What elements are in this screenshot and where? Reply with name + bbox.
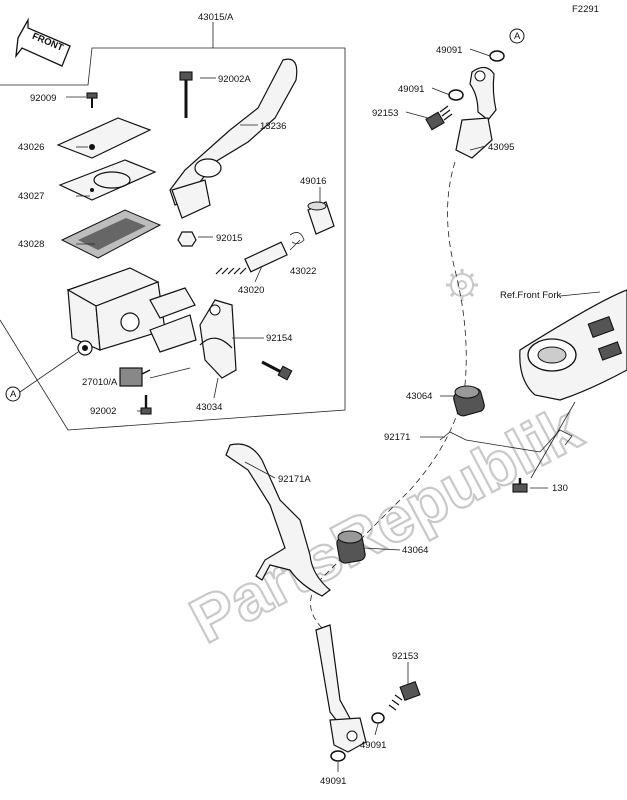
pivot-bolt bbox=[179, 71, 193, 118]
master-cylinder-body bbox=[66, 267, 197, 356]
brake-lever bbox=[169, 58, 298, 219]
label-92009: 92009 bbox=[30, 93, 56, 104]
washer-lower-1 bbox=[371, 712, 385, 724]
label-ref-front-fork: Ref.Front Fork bbox=[500, 290, 561, 301]
hose-bracket bbox=[225, 443, 331, 597]
bolt-130 bbox=[512, 478, 528, 493]
label-92171a: 92171A bbox=[278, 474, 311, 485]
label-43095: 43095 bbox=[488, 142, 514, 153]
label-130: 130 bbox=[552, 483, 568, 494]
label-92154: 92154 bbox=[266, 333, 292, 344]
bolt-92154 bbox=[261, 360, 293, 381]
reservoir-cap bbox=[56, 117, 152, 159]
label-43027: 43027 bbox=[18, 191, 44, 202]
rubber-diaphragm bbox=[60, 209, 162, 259]
watermark-text: PartsRepublik bbox=[179, 391, 593, 657]
callout-a-left-text: A bbox=[10, 389, 17, 400]
banjo-bolt-lower bbox=[388, 680, 421, 711]
label-49091-lower1: 49091 bbox=[360, 740, 386, 751]
label-27010a: 27010/A bbox=[82, 377, 118, 388]
label-92002a: 92002A bbox=[218, 74, 251, 85]
label-49091-top2: 49091 bbox=[398, 84, 424, 95]
callout-a-top-text: A bbox=[514, 31, 521, 42]
label-13236: 13236 bbox=[260, 121, 286, 132]
label-92015: 92015 bbox=[216, 233, 242, 244]
brake-switch bbox=[119, 367, 151, 387]
leader-lines bbox=[66, 22, 601, 772]
assembly-frame bbox=[0, 47, 346, 431]
handlebar-clamp bbox=[199, 299, 237, 379]
label-43034: 43034 bbox=[196, 402, 222, 413]
label-43064-lower: 43064 bbox=[402, 545, 428, 556]
label-92153-lower: 92153 bbox=[392, 651, 418, 662]
label-43022: 43022 bbox=[290, 266, 316, 277]
label-43026: 43026 bbox=[18, 142, 44, 153]
diaphragm-plate bbox=[58, 159, 157, 201]
screw-92009 bbox=[86, 92, 98, 108]
label-43064-upper: 43064 bbox=[406, 391, 432, 402]
washer-lower-2 bbox=[330, 750, 346, 762]
callout-a-left bbox=[5, 386, 21, 402]
label-92171: 92171 bbox=[384, 432, 410, 443]
label-49016: 49016 bbox=[300, 176, 326, 187]
front-fork-bracket bbox=[519, 289, 627, 401]
washer-top-2 bbox=[448, 89, 464, 101]
callout-a-left-line bbox=[19, 351, 79, 393]
label-43015a: 43015/A bbox=[198, 12, 234, 23]
piston-assembly bbox=[215, 241, 288, 275]
front-arrow-icon: FRONT bbox=[15, 17, 71, 67]
brake-hose-top-fitting bbox=[455, 66, 497, 159]
pivot-nut bbox=[177, 231, 197, 247]
grommet-upper bbox=[453, 385, 485, 417]
label-49091-lower2: 49091 bbox=[320, 776, 346, 787]
banjo-bolt-top bbox=[425, 105, 453, 131]
diagram-code: F2291 bbox=[572, 4, 599, 15]
dust-boot bbox=[307, 201, 335, 235]
label-92153-top: 92153 bbox=[372, 108, 398, 119]
label-49091-top1: 49091 bbox=[436, 45, 462, 56]
label-92002: 92002 bbox=[90, 406, 116, 417]
label-43028: 43028 bbox=[18, 239, 44, 250]
callout-a-top bbox=[509, 28, 525, 44]
watermark-gear-icon bbox=[446, 269, 478, 301]
brake-hose-lower-fitting bbox=[315, 624, 367, 753]
grommet-lower bbox=[336, 530, 366, 564]
hose-clamp bbox=[439, 429, 573, 453]
washer-top-1 bbox=[489, 50, 505, 62]
circlip bbox=[289, 232, 305, 244]
label-43020: 43020 bbox=[238, 285, 264, 296]
screw-92002 bbox=[140, 395, 152, 415]
